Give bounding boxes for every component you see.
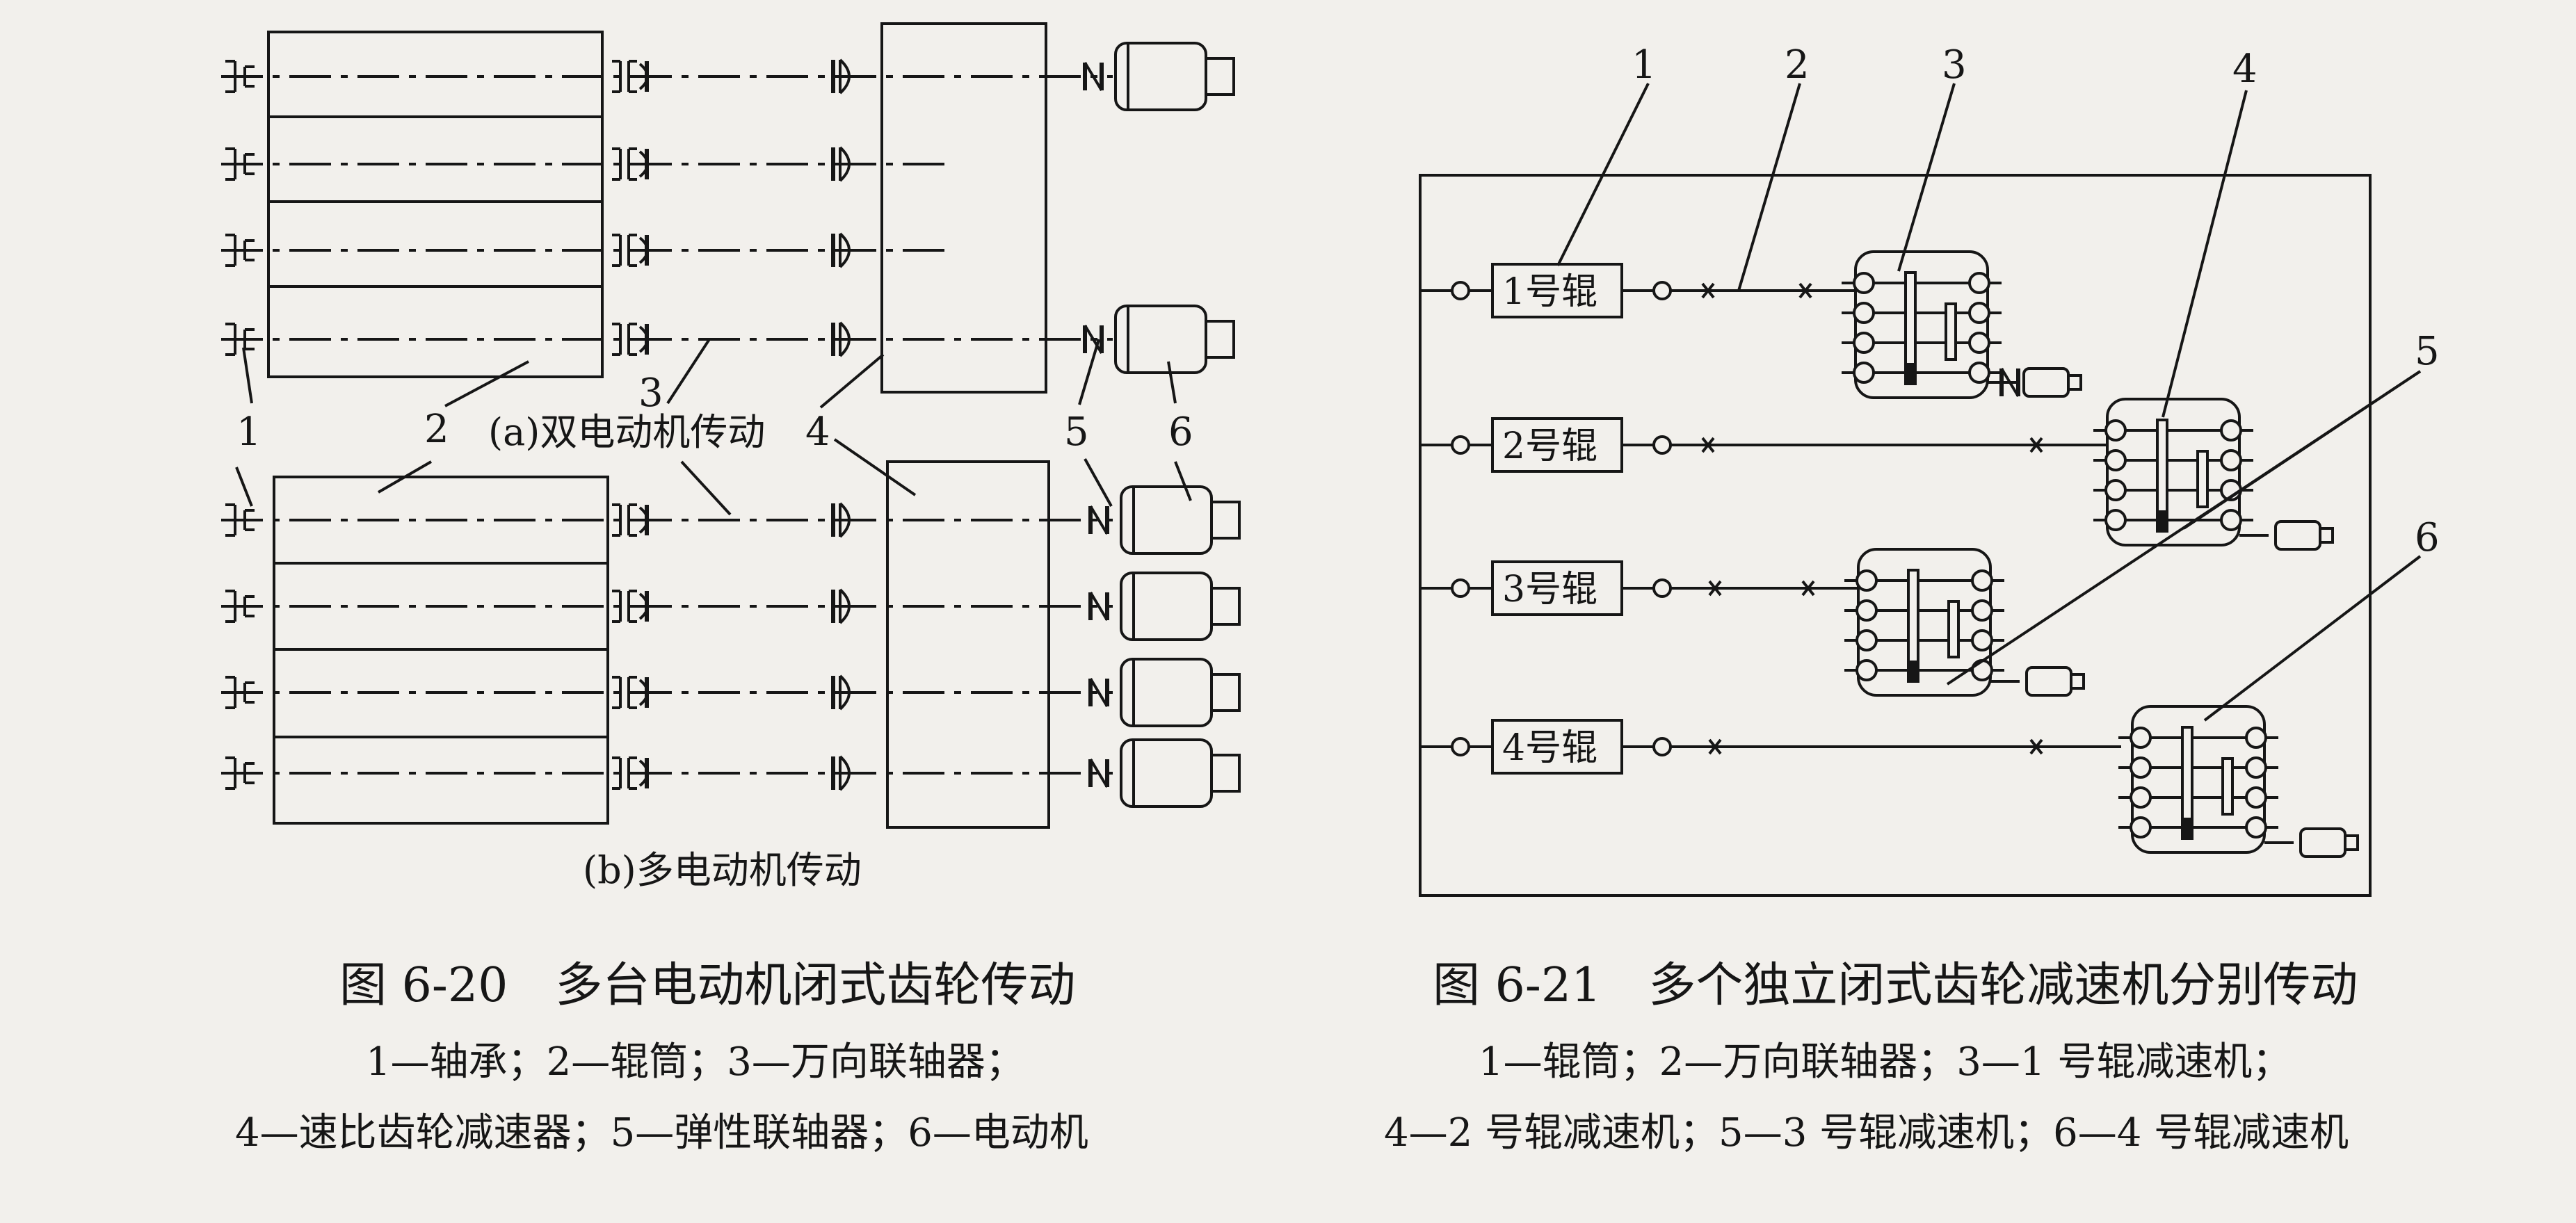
right-shafts <box>1420 289 2121 748</box>
right-legend-line-1: 1—辊筒；2—万向联轴器；3—1 号辊减速机； <box>1479 1039 2291 1085</box>
shaft-lines <box>221 75 1113 775</box>
right-callout-2: 2 <box>1785 42 1810 88</box>
gearbox-a <box>880 22 1047 394</box>
left-legend-line-2: 4—速比齿轮减速器；5—弹性联轴器；6—电动机 <box>235 1110 1088 1156</box>
roller-label-1: 1号辊 <box>1502 271 1597 313</box>
left-callout-2: 2 <box>424 407 449 452</box>
right-callout-4: 4 <box>2232 47 2257 92</box>
right-diagram: 1号辊 2号辊 3号辊 4号辊 <box>1384 42 2440 1156</box>
roller-box-1 <box>1491 263 1623 318</box>
left-legend-line-1: 1—轴承；2—辊筒；3—万向联轴器； <box>366 1039 1024 1085</box>
reducer-motors <box>1988 368 2359 858</box>
reducer-2 <box>2092 398 2255 546</box>
subfigure-b-label: (b)多电动机传动 <box>583 848 862 892</box>
reducer-3 <box>1843 548 2006 697</box>
left-callout-6: 6 <box>1168 410 1193 455</box>
roller-label-2: 2号辊 <box>1502 426 1597 467</box>
left-callout-4: 4 <box>805 410 830 455</box>
gearbox-b <box>886 460 1050 829</box>
subfigure-a-label: (a)双电动机传动 <box>488 410 765 454</box>
roller-label-3: 3号辊 <box>1502 569 1597 610</box>
right-callout-1: 1 <box>1632 42 1657 88</box>
right-leader-lines <box>1556 83 2422 722</box>
right-callout-3: 3 <box>1942 42 1967 88</box>
roller-stack-b <box>273 476 609 825</box>
right-callout-5: 5 <box>2415 329 2440 374</box>
right-frame <box>1419 174 2372 897</box>
left-callout-5: 5 <box>1064 410 1089 455</box>
left-callout-1: 1 <box>236 410 261 455</box>
roller-stack-a <box>267 31 604 378</box>
roller-box-4 <box>1491 719 1623 775</box>
left-leader-lines <box>235 338 1192 516</box>
reducer-1 <box>1840 250 2003 399</box>
left-diagram: 1 2 3 4 5 6 (a)双电动机传动 (b)多电动机传动 图 6-20 多… <box>221 22 1241 1156</box>
right-caption-title: 图 6-21 多个独立闭式齿轮减速机分别传动 <box>1433 958 2358 1013</box>
reducer-4 <box>2117 705 2280 854</box>
left-caption-title: 图 6-20 多台电动机闭式齿轮传动 <box>339 958 1075 1013</box>
roller-box-3 <box>1491 560 1623 616</box>
roller-label-4: 4号辊 <box>1502 727 1597 769</box>
left-callout-3: 3 <box>638 371 663 416</box>
roller-box-2 <box>1491 417 1623 473</box>
right-callout-6: 6 <box>2415 515 2440 560</box>
right-legend-line-2: 4—2 号辊减速机；5—3 号辊减速机；6—4 号辊减速机 <box>1384 1110 2349 1156</box>
